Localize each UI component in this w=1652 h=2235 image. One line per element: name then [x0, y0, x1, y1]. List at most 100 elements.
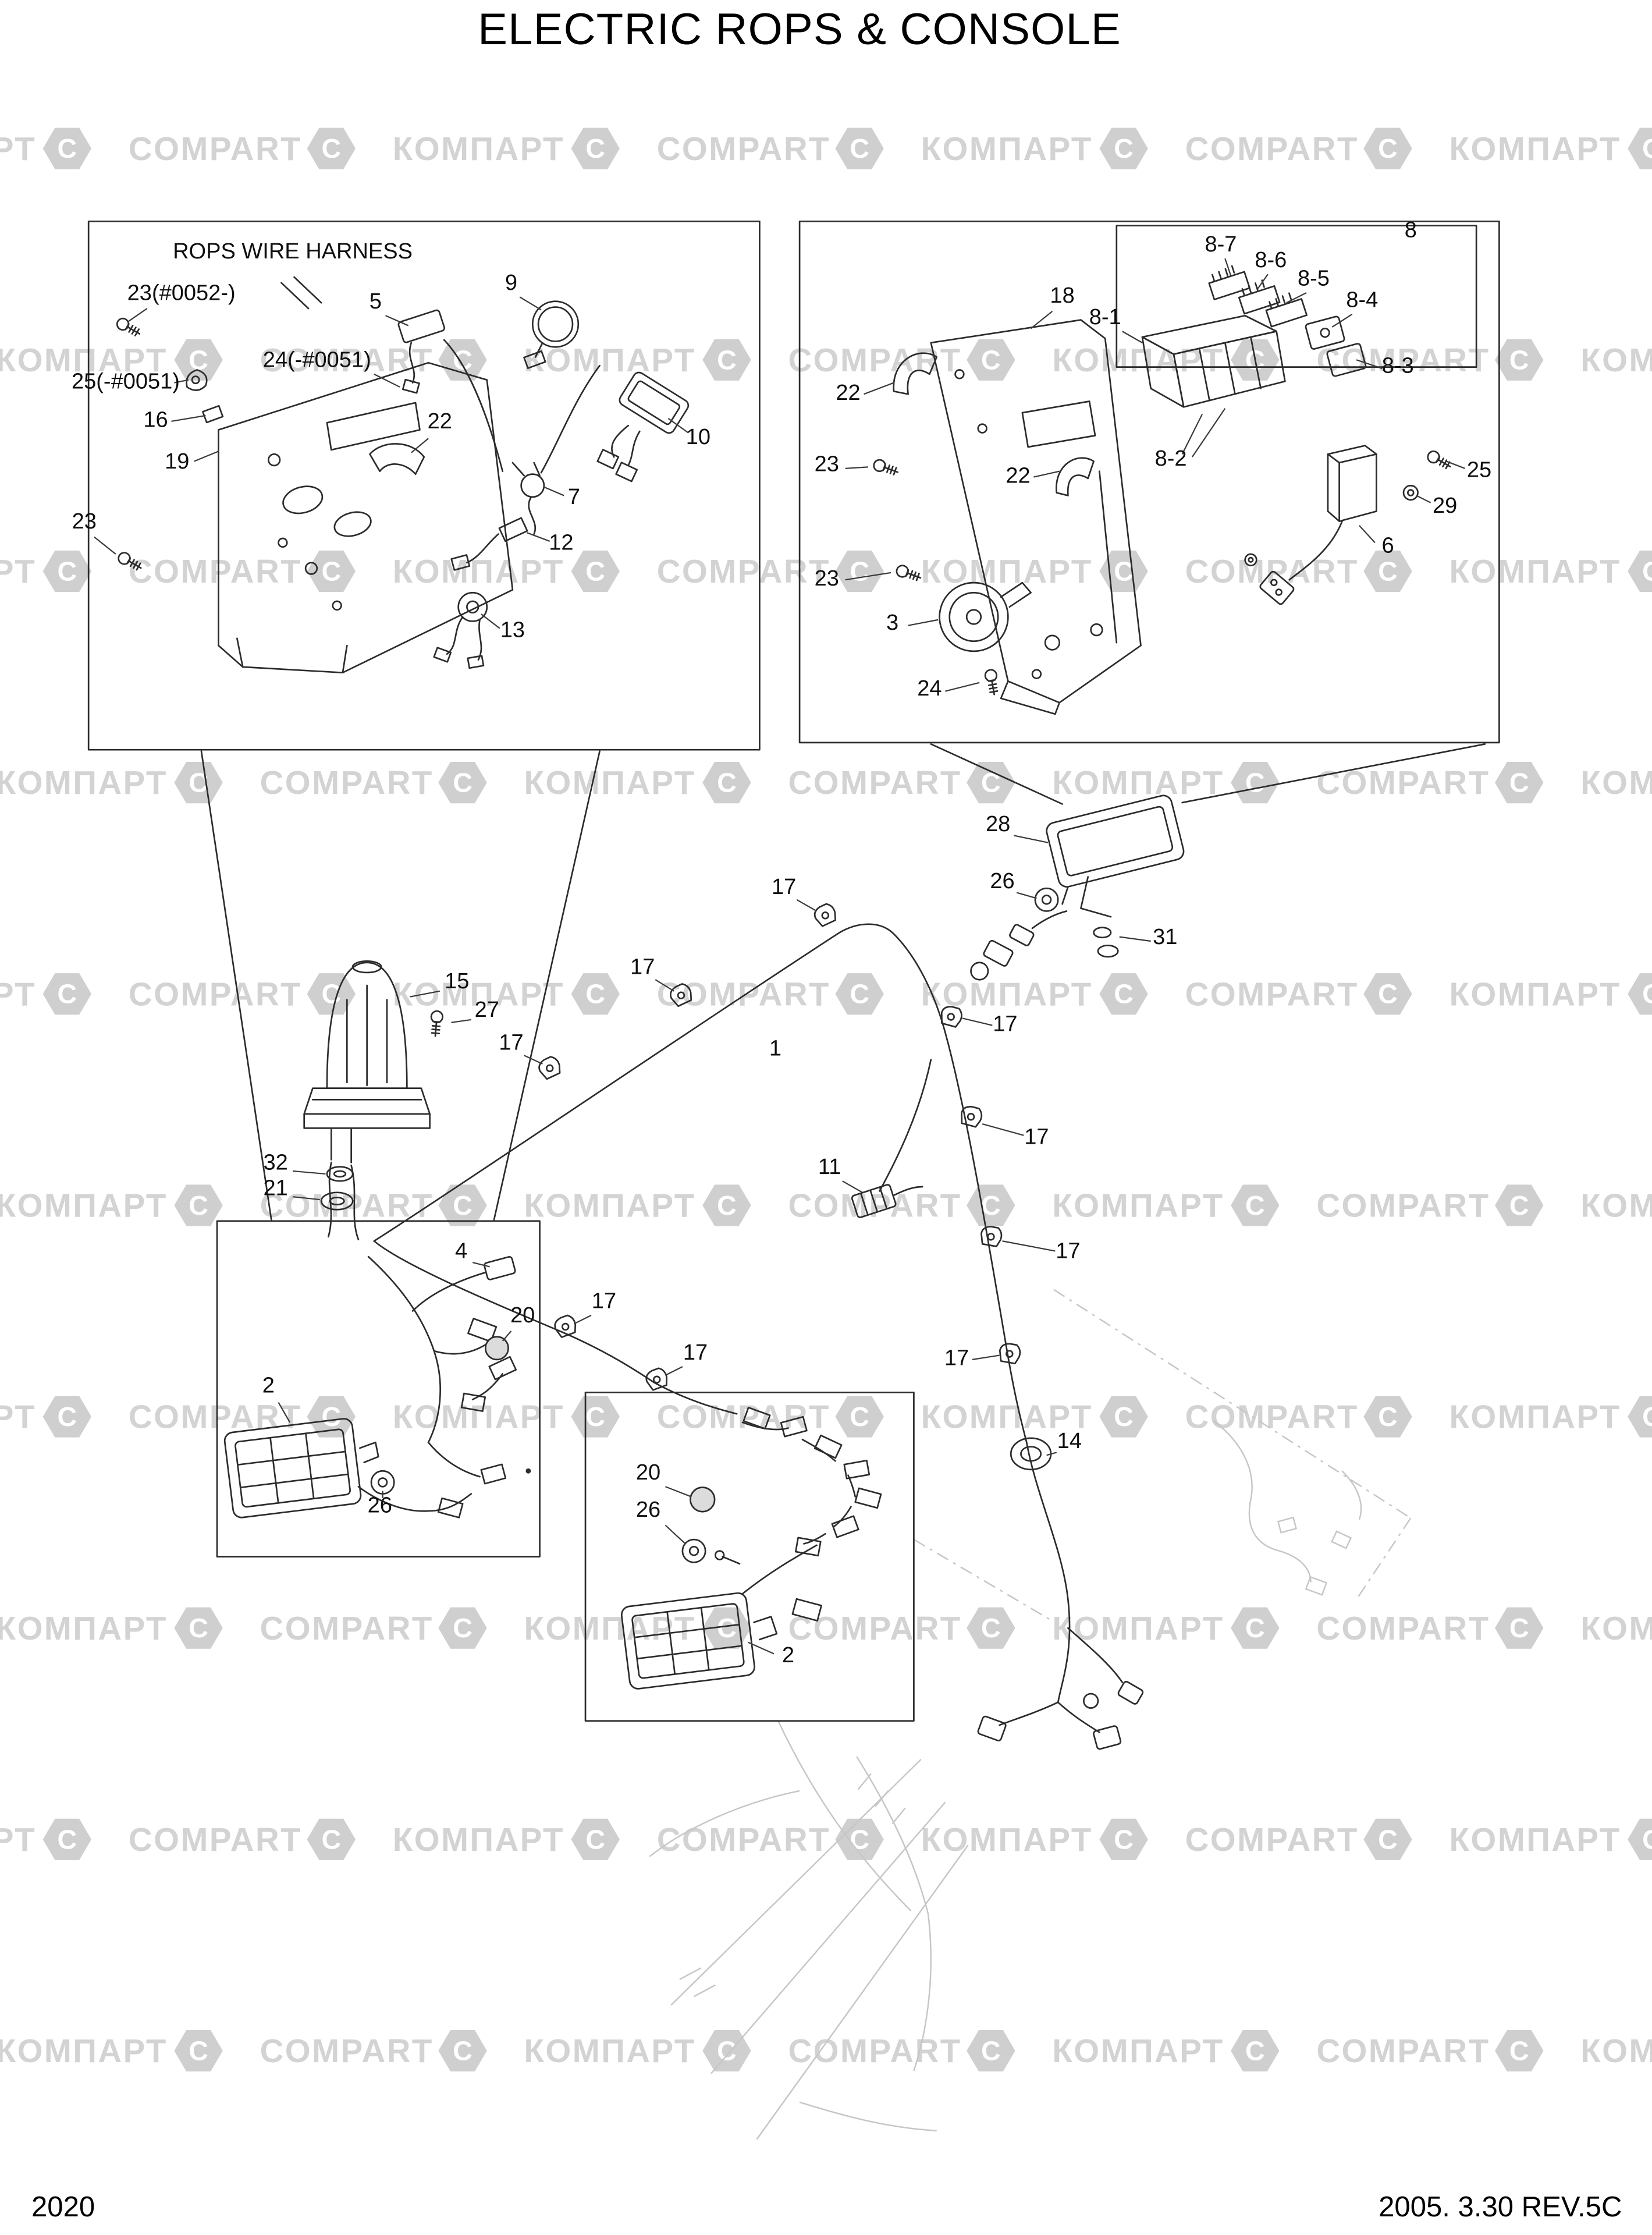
callout-leader-line — [1122, 331, 1143, 343]
watermark-logo-letter: C — [1378, 979, 1398, 1009]
watermark-text: КОМПАРТ — [1450, 1821, 1621, 1858]
callout-layer: ROPS WIRE HARNESS23(#0052-)5924(-#0051)2… — [72, 218, 1491, 1668]
callout-leader-line — [1002, 1240, 1056, 1252]
part-callout-8: 8 — [1405, 218, 1417, 242]
watermark-hexagon-logo — [967, 2030, 1015, 2072]
callout-leader-line — [94, 536, 116, 555]
watermark-hexagon-logo — [1099, 973, 1148, 1015]
watermark-text: COMPART — [788, 764, 961, 801]
part-callout-14: 14 — [1057, 1429, 1082, 1453]
callout-leader-line — [502, 1331, 512, 1342]
watermark-logo-letter: C — [981, 2035, 1001, 2066]
callout-leader-line — [543, 486, 564, 496]
watermark-text: КОМПАРТ — [524, 2032, 696, 2069]
part-callout-5: 5 — [370, 289, 382, 314]
watermark-text: КОМПАРТ — [1052, 342, 1224, 378]
watermark-text: COMPART — [1316, 1187, 1490, 1224]
callout-leader-line — [1033, 470, 1060, 478]
part-callout-8-3: 8-3 — [1382, 353, 1414, 378]
watermark-logo-letter: C — [981, 1190, 1001, 1221]
part-callout-12: 12 — [549, 531, 573, 555]
watermark-text: COMPART — [1185, 130, 1359, 167]
callout-leader-line — [655, 979, 674, 992]
part-callout-8-4: 8-4 — [1346, 288, 1378, 313]
watermark-logo-letter: C — [717, 1190, 737, 1221]
watermark-text: КОМПАРТ — [1580, 1610, 1652, 1647]
watermark-hexagon-logo — [835, 550, 884, 593]
watermark-text: КОМПАРТ — [921, 1821, 1093, 1858]
round-lamp — [523, 300, 580, 369]
part-callout-32: 32 — [263, 1151, 287, 1175]
watermark-logo-letter: C — [850, 979, 869, 1009]
watermark-text: КОМПАРТ — [1450, 1399, 1621, 1435]
callout-leader-line — [845, 466, 868, 469]
watermark-logo-letter: C — [717, 768, 737, 798]
watermark-hexagon-logo — [967, 339, 1015, 381]
watermark-logo-letter: C — [321, 979, 341, 1009]
callout-leader-line — [128, 308, 148, 322]
part-callout-25a: 25(-#0051) — [72, 369, 180, 393]
watermark-logo-letter: C — [1509, 345, 1529, 375]
part-callout-4: 4 — [455, 1239, 467, 1264]
part-callout-26b: 26 — [368, 1493, 392, 1517]
watermark-logo-letter: C — [453, 1190, 472, 1221]
watermark-hexagon-logo — [835, 973, 884, 1015]
watermark-text: COMPART — [260, 2032, 434, 2069]
diagram-drawing — [87, 220, 1500, 1750]
watermark-text: КОМПАРТ — [0, 1610, 168, 1647]
watermark-logo-letter: C — [1378, 1402, 1398, 1432]
watermark-hexagon-logo — [1628, 1818, 1652, 1860]
watermark-hexagon-logo — [42, 973, 92, 1015]
work-lamp-left-assembly — [216, 1220, 541, 1558]
page-title: ELECTRIC ROPS & CONSOLE — [478, 5, 1121, 54]
watermark-logo-letter: C — [850, 1824, 869, 1854]
part-callout-17d: 17 — [499, 1030, 523, 1055]
part-callout-7: 7 — [568, 485, 580, 509]
watermark-hexagon-logo — [1495, 2030, 1544, 2072]
watermark-hexagon-logo — [1099, 1818, 1148, 1860]
watermark-hexagon-logo — [1628, 550, 1652, 593]
watermark-hexagon-logo — [42, 127, 92, 169]
callout-leader-line — [411, 438, 429, 453]
part-callout-17c: 17 — [993, 1012, 1017, 1037]
watermark-hexagon-logo — [307, 973, 356, 1015]
part-callout-8-5: 8-5 — [1298, 267, 1330, 291]
watermark-text: КОМПАРТ — [1450, 130, 1621, 167]
watermark-hexagon-logo — [1363, 127, 1412, 169]
watermark-logo-letter: C — [1509, 1613, 1529, 1643]
watermark-logo-letter: C — [1114, 133, 1134, 164]
watermark-hexagon-logo — [438, 1607, 487, 1649]
watermark-hexagon-logo — [1495, 762, 1544, 804]
part-callout-20a: 20 — [510, 1303, 535, 1328]
watermark-logo-letter: C — [58, 1824, 77, 1854]
callout-leader-line — [1446, 460, 1465, 469]
watermark-logo-letter: C — [1245, 2035, 1265, 2066]
callout-leader-line — [374, 373, 400, 388]
wire-clamp-small — [186, 369, 224, 424]
watermark-logo-letter: C — [850, 133, 869, 164]
part-callout-23d: 23 — [815, 566, 839, 591]
callout-leader-line — [908, 619, 939, 626]
watermark-logo-letter: C — [585, 133, 605, 164]
watermark-text: КОМПАРТ — [0, 1821, 36, 1858]
watermark-hexagon-logo — [1628, 973, 1652, 1015]
page-number: 2020 — [31, 2191, 95, 2223]
watermark-text: КОМПАРТ — [1580, 1187, 1652, 1224]
watermark-text: COMPART — [657, 130, 830, 167]
callout-leader-line — [864, 382, 894, 395]
watermark-text: КОМПАРТ — [524, 1187, 696, 1224]
callout-leader-line — [842, 1180, 863, 1193]
watermark-text: COMPART — [657, 553, 830, 590]
watermark-logo-letter: C — [1114, 556, 1134, 586]
part-callout-2a: 2 — [262, 1373, 275, 1397]
watermark-text: COMPART — [129, 975, 302, 1012]
watermark-logo-letter: C — [453, 345, 472, 375]
work-lamp-lower-assembly — [584, 1391, 915, 1722]
watermark-text: КОМПАРТ — [393, 1821, 564, 1858]
watermark-text: КОМПАРТ — [0, 342, 168, 378]
watermark-hexagon-logo — [1628, 1396, 1652, 1438]
callout-leader-line — [1191, 408, 1226, 457]
callout-leader-line — [667, 418, 689, 434]
watermark-text: КОМПАРТ — [0, 130, 36, 167]
